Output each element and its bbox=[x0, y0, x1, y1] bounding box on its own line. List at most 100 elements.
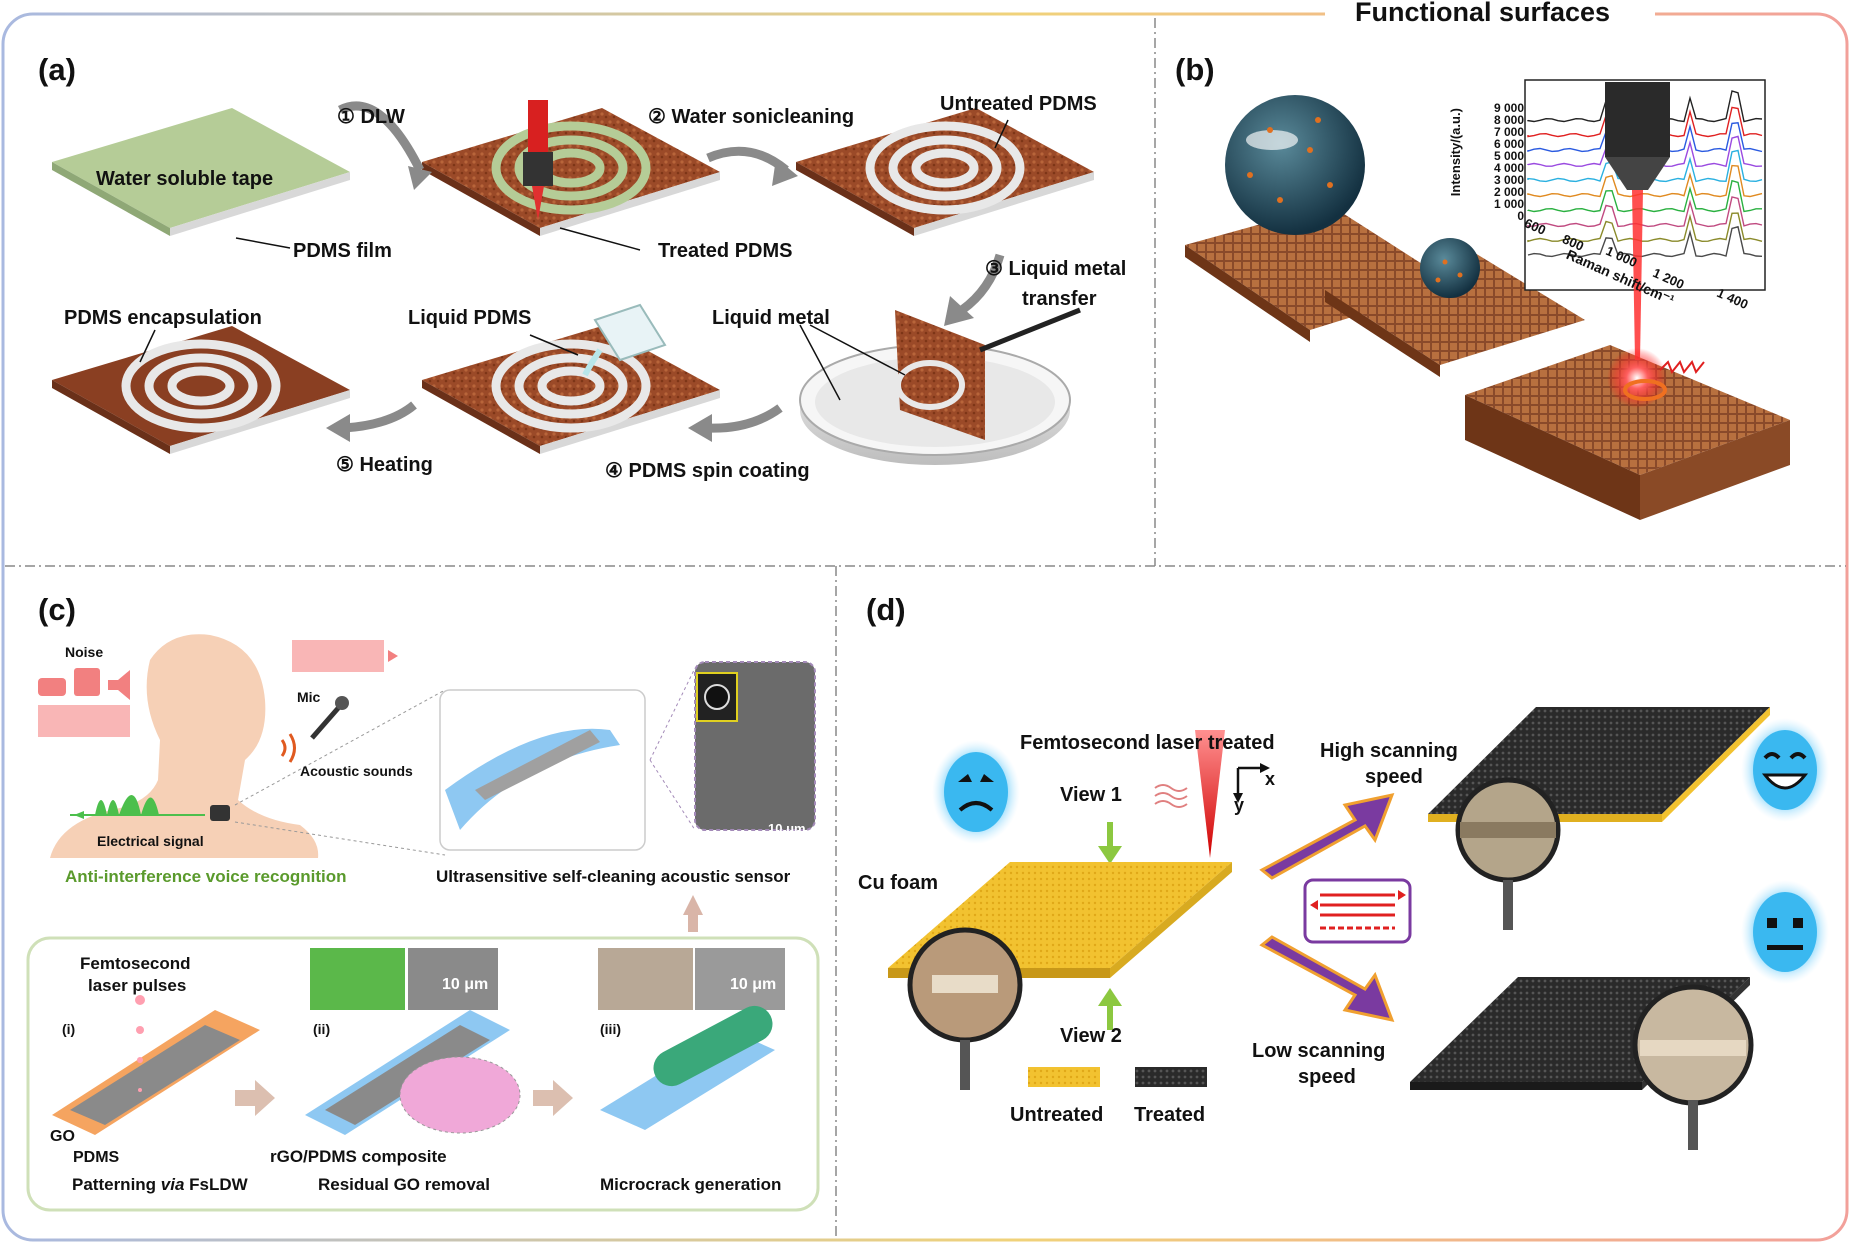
lotus-sem-photo bbox=[408, 948, 498, 1010]
label-go: GO bbox=[50, 1128, 75, 1145]
label-acoustic-sounds: Acoustic sounds bbox=[300, 763, 413, 779]
spectrum-line bbox=[1527, 225, 1763, 258]
roller bbox=[653, 1005, 773, 1087]
label-axis-y: y bbox=[1234, 795, 1245, 815]
label-sensor-title: Ultrasensitive self-cleaning acoustic se… bbox=[436, 867, 791, 886]
spectra-y-tick: 3 000 bbox=[1493, 173, 1524, 187]
go-removal-zoom bbox=[399, 1056, 521, 1134]
droplet-sphere-large bbox=[1225, 95, 1365, 235]
mic-waveform bbox=[292, 640, 384, 672]
label-step4-spin-coating: ④ PDMS spin coating bbox=[605, 460, 810, 482]
spectra-y-tick: 2 000 bbox=[1493, 185, 1524, 199]
label-high-speed-line1: High scanning bbox=[1320, 740, 1458, 762]
water-soluble-tape-slab bbox=[52, 108, 350, 228]
arrow-step5 bbox=[343, 401, 417, 433]
label-pdms-encapsulation: PDMS encapsulation bbox=[64, 307, 262, 329]
fabrication-process-box bbox=[26, 936, 820, 1212]
panel-c-label: (c) bbox=[38, 592, 76, 627]
label-liquid-pdms: Liquid PDMS bbox=[408, 307, 532, 329]
label-spider-scale: 10 μm bbox=[730, 976, 777, 993]
label-liquid-metal: Liquid metal bbox=[712, 307, 830, 329]
label-legend-treated: Treated bbox=[1134, 1104, 1206, 1126]
label-microcrack: Microcrack generation bbox=[600, 1175, 782, 1194]
spectra-y-tick: 4 000 bbox=[1493, 161, 1524, 175]
header-title: Functional surfaces bbox=[1355, 0, 1611, 27]
spectra-y-tick: 8 000 bbox=[1493, 113, 1524, 127]
panel-b-label: (b) bbox=[1175, 52, 1215, 87]
label-legend-untreated: Untreated bbox=[1010, 1104, 1104, 1126]
droplet-sphere-small bbox=[1420, 238, 1480, 298]
car-icon bbox=[38, 678, 66, 696]
label-step1-dlw: ① DLW bbox=[337, 106, 405, 128]
spider-sem-photo bbox=[695, 948, 785, 1010]
textured-surface-3 bbox=[1465, 345, 1790, 475]
label-axis-x: x bbox=[1265, 769, 1276, 789]
spectra-y-tick: 9 000 bbox=[1493, 101, 1524, 115]
label-step-iii: (iii) bbox=[600, 1021, 621, 1037]
tweezers bbox=[979, 307, 1081, 353]
arrow-step2 bbox=[706, 146, 789, 174]
truck-icon bbox=[74, 668, 100, 696]
label-step3-line2: transfer bbox=[1022, 288, 1097, 310]
treated-pdms-slab bbox=[422, 108, 720, 228]
label-patterning: Patterning via FsLDW bbox=[72, 1175, 248, 1195]
laser-pulse-wave bbox=[1154, 784, 1188, 808]
electrical-signal-wave bbox=[95, 795, 159, 815]
label-fs-pulses-line2: laser pulses bbox=[88, 976, 187, 995]
label-pdms-film: PDMS film bbox=[293, 240, 392, 262]
legend-treated-swatch bbox=[1135, 1067, 1207, 1087]
arrow-high-speed bbox=[1259, 792, 1395, 880]
label-mic: Mic bbox=[297, 689, 321, 705]
label-noise: Noise bbox=[65, 644, 104, 660]
spectra-y-tick: 0 bbox=[1517, 209, 1524, 223]
label-low-speed-line1: Low scanning bbox=[1252, 1040, 1386, 1062]
arrow-step4 bbox=[705, 404, 783, 433]
label-view1: View 1 bbox=[1060, 784, 1122, 806]
human-head bbox=[50, 634, 319, 858]
label-cu-foam: Cu foam bbox=[858, 872, 938, 894]
label-patterning-via: via bbox=[160, 1175, 185, 1194]
label-anti-interference: Anti-interference voice recognition bbox=[65, 867, 347, 886]
label-lotus-scale: 10 μm bbox=[442, 976, 489, 993]
arrow-step1 bbox=[337, 101, 425, 173]
label-step-ii: (ii) bbox=[313, 1021, 331, 1037]
label-view2: View 2 bbox=[1060, 1025, 1122, 1047]
panel-c-graphics bbox=[26, 634, 820, 1212]
view1-arrow bbox=[1098, 846, 1122, 864]
label-low-speed-line2: speed bbox=[1298, 1066, 1356, 1088]
legend-untreated-swatch bbox=[1028, 1067, 1100, 1087]
label-treated-pdms: Treated PDMS bbox=[658, 240, 793, 262]
label-step3-line1: ③ Liquid metal bbox=[985, 258, 1127, 280]
scanning-pattern-box bbox=[1303, 878, 1412, 944]
label-rgo-composite: rGO/PDMS composite bbox=[270, 1147, 447, 1166]
label-pdms: PDMS bbox=[73, 1149, 120, 1166]
label-residual-go: Residual GO removal bbox=[318, 1175, 490, 1194]
speaker-icon bbox=[108, 670, 130, 700]
liquid-pdms-slab bbox=[422, 326, 720, 446]
panel-a-label: (a) bbox=[38, 52, 76, 87]
throat-sensor bbox=[210, 805, 230, 821]
label-patterning-pre: Patterning bbox=[72, 1175, 161, 1194]
spectra-y-tick: 1 000 bbox=[1493, 197, 1524, 211]
arrow-low-speed bbox=[1259, 935, 1395, 1023]
raman-laser-beam bbox=[1632, 190, 1643, 360]
panel-b-graphics bbox=[1185, 79, 1790, 520]
label-sem-scale: 10 μm bbox=[768, 821, 806, 836]
panel-d-graphics bbox=[888, 707, 1829, 1150]
label-electrical-signal: Electrical signal bbox=[97, 833, 204, 849]
view2-arrow bbox=[1098, 988, 1122, 1006]
panel-d-label: (d) bbox=[866, 592, 906, 627]
label-untreated-pdms: Untreated PDMS bbox=[940, 93, 1097, 115]
scattered-light-wave bbox=[1659, 360, 1705, 374]
label-fs-treated: Femtosecond laser treated bbox=[1020, 732, 1275, 754]
arrow-step3 bbox=[959, 253, 1005, 314]
spectra-y-tick: 6 000 bbox=[1493, 137, 1524, 151]
label-patterning-post: FsLDW bbox=[184, 1175, 248, 1194]
spectra-y-tick: 7 000 bbox=[1493, 125, 1524, 139]
textured-surface-2 bbox=[1325, 250, 1585, 365]
spectra-y-label: Intensity/(a.u.) bbox=[1447, 108, 1463, 197]
label-high-speed-line2: speed bbox=[1365, 766, 1423, 788]
lotus-leaf-photo bbox=[310, 948, 405, 1010]
